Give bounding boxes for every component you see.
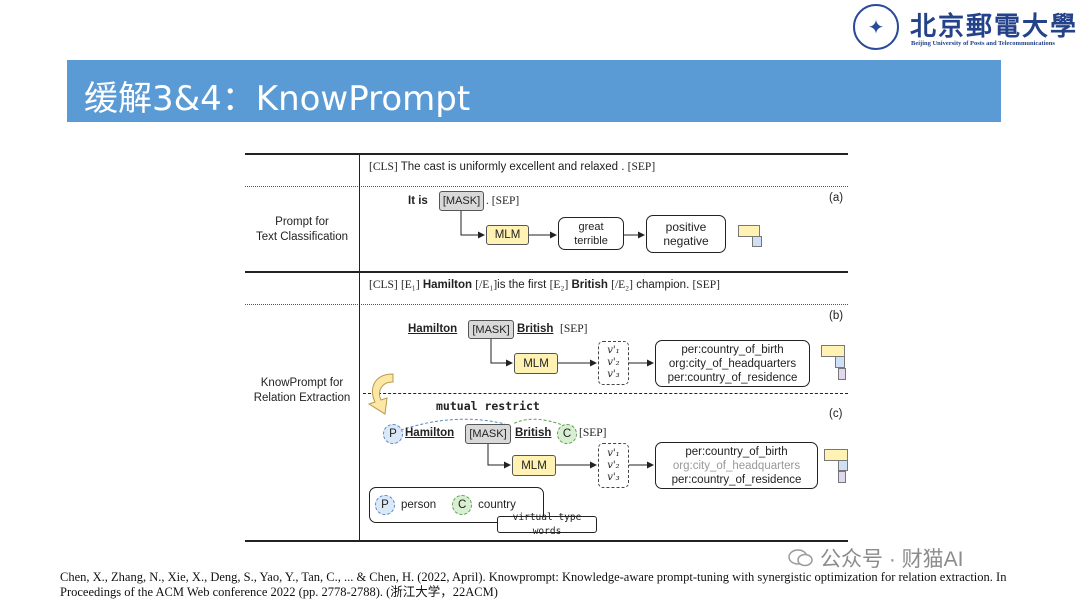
university-logo-chinese: 北京郵電大學 bbox=[910, 12, 1079, 42]
arrow-mask-to-mlm-b bbox=[490, 339, 513, 367]
title-bar bbox=[67, 60, 1001, 122]
virtual-type-words-label: virtual type words bbox=[497, 512, 597, 537]
sep-token-c: [SEP] bbox=[579, 427, 607, 439]
type-p-circle-c: P bbox=[383, 424, 403, 444]
wechat-watermark: 公众号 · 财猫AI bbox=[788, 543, 964, 573]
panel-label-b: (b) bbox=[829, 310, 844, 322]
hamilton-c: Hamilton bbox=[405, 427, 455, 439]
british-b: British bbox=[517, 323, 554, 335]
bar-blue-c bbox=[838, 460, 848, 471]
figure-column-divider bbox=[359, 153, 360, 542]
slide-title: 缓解3&4：KnowPrompt bbox=[84, 79, 471, 119]
figure-dotted-rule-2 bbox=[245, 304, 848, 305]
british-c: British bbox=[515, 427, 552, 439]
figure-top-rule bbox=[245, 153, 848, 155]
panel-label-a: (a) bbox=[829, 192, 844, 204]
figure-dotted-rule bbox=[245, 186, 848, 187]
knowprompt-figure: [CLS] The cast is uniformly excellent an… bbox=[245, 150, 848, 543]
arrow-mask-to-mlm-a bbox=[460, 211, 485, 239]
mlm-box-b: MLM bbox=[514, 353, 558, 374]
mlm-box-a: MLM bbox=[486, 225, 529, 245]
mlm-box-c: MLM bbox=[512, 455, 556, 476]
hamilton-b: Hamilton bbox=[408, 323, 458, 335]
bar-purple-c bbox=[838, 471, 846, 483]
mask-token-b: [MASK] bbox=[468, 320, 514, 339]
university-logo-english: Beijing University of Posts and Telecomm… bbox=[911, 40, 1055, 47]
panel-divider-bc bbox=[363, 393, 848, 394]
citation-text: Chen, X., Zhang, N., Xie, X., Deng, S., … bbox=[60, 570, 1007, 599]
sentence-classification: [CLS] The cast is uniformly excellent an… bbox=[369, 161, 656, 173]
bar-blue-a bbox=[752, 236, 762, 247]
it-is-text: It is bbox=[408, 195, 428, 207]
bar-blue-b bbox=[835, 356, 845, 368]
label-prompt-text-classification: Prompt for Text Classification bbox=[255, 216, 349, 243]
mutual-restrict-label: mutual restrict bbox=[436, 399, 540, 413]
bar-purple-b bbox=[838, 368, 846, 380]
mask-token-c: [MASK] bbox=[465, 424, 511, 444]
bar-yellow-b bbox=[821, 345, 845, 357]
bar-yellow-c bbox=[824, 449, 848, 461]
watermark-text: 公众号 · 财猫AI bbox=[820, 548, 964, 571]
sep-token-a: . [SEP] bbox=[486, 195, 520, 207]
figure-bottom-rule bbox=[245, 540, 848, 542]
arrow-mask-to-mlm-c bbox=[487, 444, 511, 469]
sep-token-b: [SEP] bbox=[560, 323, 588, 335]
figure-arrows bbox=[460, 211, 654, 469]
panel-label-c: (c) bbox=[829, 408, 843, 420]
legend-country-label: country bbox=[478, 499, 516, 511]
legend-person-label: person bbox=[401, 499, 437, 511]
curved-arrow-icon bbox=[367, 373, 394, 415]
university-seal-icon: ✦ bbox=[853, 4, 899, 50]
mask-token-a: [MASK] bbox=[439, 191, 484, 211]
type-c-circle-c: C bbox=[557, 424, 577, 444]
label-knowprompt-relation-extraction: KnowPrompt for Relation Extraction bbox=[253, 377, 351, 404]
wechat-icon bbox=[788, 549, 813, 567]
figure-mid-rule bbox=[245, 271, 848, 273]
legend-c-circle: C bbox=[452, 495, 473, 515]
sentence-relation: [CLS] [E₁] Hamilton [/E₁]is the first [E… bbox=[369, 279, 720, 291]
legend-p-circle: P bbox=[375, 495, 395, 515]
bar-yellow-a bbox=[738, 225, 760, 237]
